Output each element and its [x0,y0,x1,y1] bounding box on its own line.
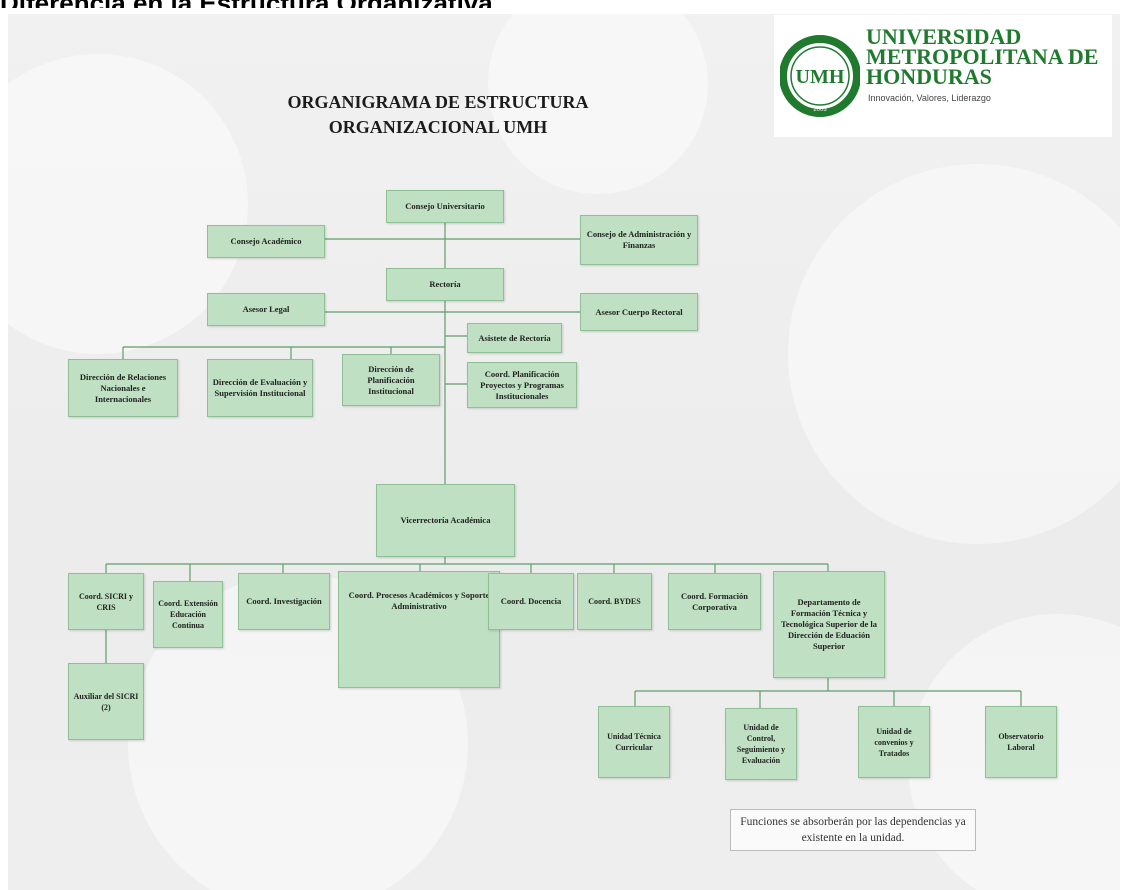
logo-title-line: HONDURAS [866,64,992,89]
node-vicerrectoria-academica: Vicerrectoría Académica [376,484,515,557]
node-asesor-legal: Asesor Legal [207,293,325,326]
node-consejo-universitario: Consejo Universitario [386,190,504,223]
node-coord-investigacion: Coord. Investigación [238,573,330,630]
node-coord-docencia: Coord. Docencia [488,573,574,630]
node-depto-formacion-tecnica: Departamento de Formación Técnica y Tecn… [773,571,885,678]
node-coord-formacion-corporativa: Coord. Formación Corporativa [668,573,761,630]
org-title-line: ORGANIZACIONAL UMH [328,117,548,137]
node-unidad-tecnica-curricular: Unidad Técnica Curricular [598,706,670,778]
background-circle [788,164,1120,544]
org-chart-title: ORGANIGRAMA DE ESTRUCTURA ORGANIZACIONAL … [248,90,628,140]
node-asesor-cuerpo-rectoral: Asesor Cuerpo Rectoral [580,293,698,331]
node-unidad-convenios: Unidad de convenios y Tratados [858,706,930,778]
node-coord-planificacion-proyectos: Coord. Planificación Proyectos y Program… [467,362,577,408]
logo-title-line: UNIVERSIDAD [866,24,1022,49]
background-circle [488,14,708,194]
svg-text:UMH: UMH [796,66,845,88]
note-box: Funciones se absorberán por las dependen… [730,809,976,851]
node-auxiliar-sicri: Auxiliar del SICRI (2) [68,663,144,740]
node-dir-relaciones: Dirección de Relaciones Nacionales e Int… [68,359,178,417]
node-coord-extension: Coord. Extensión Educación Continua [153,581,223,648]
org-title-line: ORGANIGRAMA DE ESTRUCTURA [287,92,589,112]
node-dir-planificacion: Dirección de Planificación Institucional [342,354,440,406]
header-text: Diferencia en la Estructura Organizativa [0,0,700,8]
logo-title-line: METROPOLITANA DE [866,44,1099,69]
node-consejo-administracion: Consejo de Administración y Finanzas [580,215,698,265]
node-dir-evaluacion: Dirección de Evaluación y Supervisión In… [207,359,313,417]
umh-seal-icon: UMH 2003 [780,35,860,117]
logo-tagline: Innovación, Valores, Liderazgo [868,93,991,103]
connector-lines [105,223,1022,708]
node-observatorio-laboral: Observatorio Laboral [985,706,1057,778]
node-coord-sicri: Coord. SICRI y CRIS [68,573,144,630]
node-rectoria: Rectoría [386,268,504,301]
node-coord-procesos: Coord. Procesos Académicos y Soporte Adm… [338,571,500,688]
svg-text:2003: 2003 [813,107,827,113]
node-unidad-control: Unidad de Control, Seguimiento y Evaluac… [725,708,797,780]
node-asistente-rectoria: Asistete de Rectoría [467,323,562,353]
node-consejo-academico: Consejo Académico [207,225,325,258]
node-coord-bydes: Coord. BYDES [577,573,652,630]
